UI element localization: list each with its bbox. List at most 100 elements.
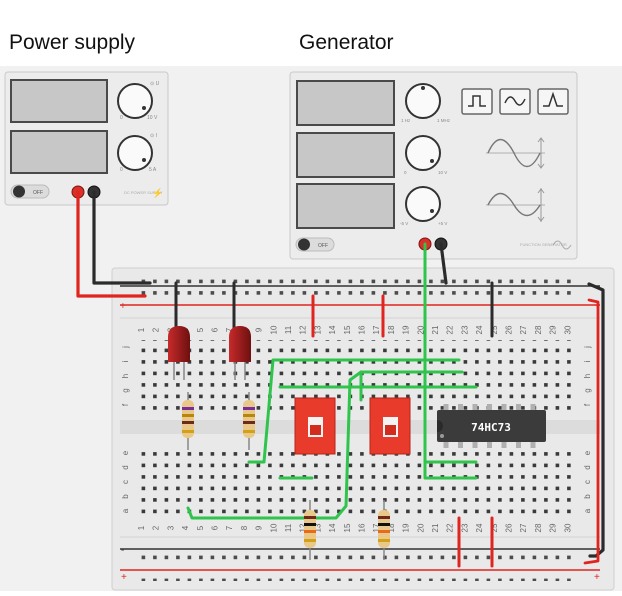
frequency-knob-min: 1 Hz (401, 118, 411, 123)
column-label-top-7: 7 (225, 327, 234, 332)
triangle-wave-icon (543, 91, 563, 107)
column-label-bottom-11: 11 (284, 523, 293, 532)
column-label-bottom-6: 6 (211, 525, 220, 530)
row-label-f: f (121, 403, 130, 406)
current-knob-min: 0 (120, 167, 123, 173)
offset-knob[interactable] (405, 186, 441, 222)
column-label-bottom-29: 29 (549, 523, 558, 532)
resistor-4[interactable] (378, 500, 390, 560)
wires (76, 190, 605, 568)
function-generator: 1 Hz 1 MHz 0 10 V -5 V +5 V (289, 71, 578, 260)
frequency-knob-max: 1 MHz (437, 118, 451, 123)
column-label-top-22: 22 (446, 325, 455, 334)
column-label-bottom-26: 26 (505, 523, 514, 532)
offset-diagram (486, 188, 545, 222)
rail-plus-top-left: + (120, 301, 126, 312)
chip-pin (487, 442, 492, 448)
row-label-right-e: e (583, 450, 592, 455)
sine-wave-button[interactable] (537, 88, 569, 115)
chip-pin (458, 442, 463, 448)
column-label-bottom-24: 24 (475, 523, 484, 532)
row-label-b: b (121, 494, 130, 499)
offset-knob-max: +5 V (438, 221, 447, 226)
power-supply: 0 10 V ⊙ U 0 5 A ⊙ I OFF DC POWER SUPPLY… (4, 71, 169, 206)
power-supply-switch[interactable] (10, 184, 50, 199)
led-2[interactable] (229, 326, 251, 380)
generator-title: Generator (299, 31, 394, 54)
column-label-bottom-12: 12 (299, 523, 308, 532)
frequency-knob[interactable] (405, 83, 441, 119)
row-label-right-c: c (583, 480, 592, 484)
chip-pin (516, 404, 521, 410)
row-label-right-d: d (583, 465, 592, 469)
rail-minus-bottom-left: - (121, 545, 124, 556)
row-label-d: d (121, 465, 130, 469)
column-label-top-2: 2 (152, 327, 161, 332)
voltage-knob[interactable] (117, 83, 153, 119)
column-label-top-12: 12 (299, 325, 308, 334)
row-label-g: g (121, 388, 130, 392)
green-wire-1 (247, 358, 461, 464)
column-label-top-17: 17 (372, 325, 381, 334)
resistor-3[interactable] (304, 500, 316, 560)
column-label-top-28: 28 (534, 325, 543, 334)
triangle-wave-button[interactable] (499, 88, 531, 115)
resistor-2[interactable] (243, 392, 255, 450)
column-label-top-23: 23 (460, 325, 469, 334)
generator-switch-label: OFF (318, 243, 328, 249)
black-wire-supply (92, 190, 152, 285)
wave-logo-icon (552, 240, 572, 250)
row-label-c: c (121, 480, 130, 484)
black-wire-generator (439, 242, 448, 285)
column-label-bottom-10: 10 (269, 523, 278, 532)
column-label-bottom-22: 22 (446, 523, 455, 532)
amplitude-knob[interactable] (405, 135, 441, 171)
dip-switch-1[interactable] (294, 397, 336, 455)
generator-brand: FUNCTION GENERATOR (520, 242, 567, 247)
column-label-bottom-7: 7 (225, 525, 234, 530)
column-label-bottom-5: 5 (196, 525, 205, 530)
led-1[interactable] (168, 326, 190, 380)
column-label-top-21: 21 (431, 325, 440, 334)
row-label-e: e (121, 450, 130, 455)
current-knob-max: 5 A (149, 167, 157, 173)
square-wave-button[interactable] (461, 88, 493, 115)
amplitude-knob-max: 10 V (438, 170, 447, 175)
column-label-top-30: 30 (563, 325, 572, 334)
column-label-top-29: 29 (549, 325, 558, 334)
column-label-bottom-28: 28 (534, 523, 543, 532)
resistor-1[interactable] (182, 392, 194, 450)
column-label-bottom-21: 21 (431, 523, 440, 532)
column-label-top-20: 20 (416, 325, 425, 334)
row-label-j: j (121, 346, 130, 349)
row-label-i: i (121, 360, 130, 362)
chip-pin (501, 404, 507, 410)
voltage-knob-max: 10 V (147, 115, 158, 121)
row-label-right-j: j (583, 346, 592, 349)
column-label-bottom-25: 25 (490, 523, 499, 532)
row-label-right-a: a (583, 508, 592, 513)
column-label-bottom-1: 1 (137, 525, 146, 530)
row-label-right-f: f (583, 403, 592, 406)
column-label-bottom-2: 2 (152, 525, 161, 530)
black-wire-right-rail (587, 282, 605, 558)
red-wire-right-rail (583, 298, 600, 565)
generator-switch[interactable] (295, 237, 335, 252)
column-label-bottom-27: 27 (519, 523, 528, 532)
current-knob[interactable] (117, 135, 153, 171)
column-label-bottom-15: 15 (343, 523, 352, 532)
chip-pin (501, 442, 507, 448)
chip-pin (530, 442, 536, 448)
column-label-top-26: 26 (505, 325, 514, 334)
chip-label: 74HC73 (471, 421, 511, 434)
power-supply-brand: DC POWER SUPPLY (124, 190, 163, 195)
green-wire-4 (186, 370, 363, 520)
square-wave-icon (468, 95, 486, 107)
voltage-knob-min: 0 (120, 115, 123, 121)
ic-74hc73[interactable]: 74HC73 (437, 404, 546, 448)
current-display (10, 130, 108, 174)
dip-switch-2[interactable] (369, 397, 411, 455)
row-label-a: a (121, 508, 130, 513)
column-label-top-19: 19 (402, 325, 411, 334)
